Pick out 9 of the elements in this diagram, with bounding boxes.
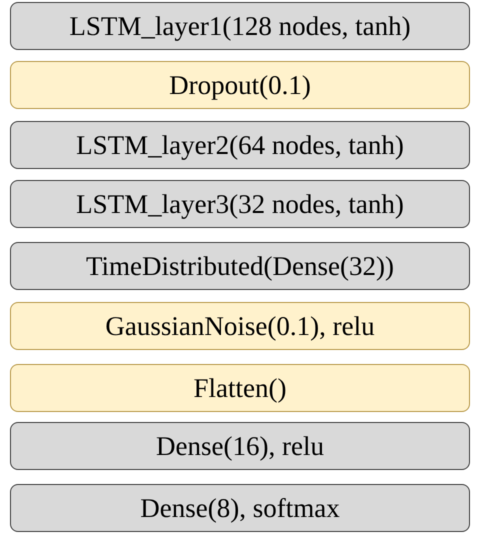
layer-box: Flatten() [10, 364, 470, 412]
layer-box: LSTM_layer2(64 nodes, tanh) [10, 121, 470, 169]
layer-box: Dense(8), softmax [10, 484, 470, 532]
layer-box: TimeDistributed(Dense(32)) [10, 242, 470, 290]
layer-box: GaussianNoise(0.1), relu [10, 302, 470, 350]
layer-box: Dense(16), relu [10, 422, 470, 470]
layer-box: LSTM_layer3(32 nodes, tanh) [10, 180, 470, 228]
layer-box: Dropout(0.1) [10, 61, 470, 109]
layer-box: LSTM_layer1(128 nodes, tanh) [10, 2, 470, 50]
